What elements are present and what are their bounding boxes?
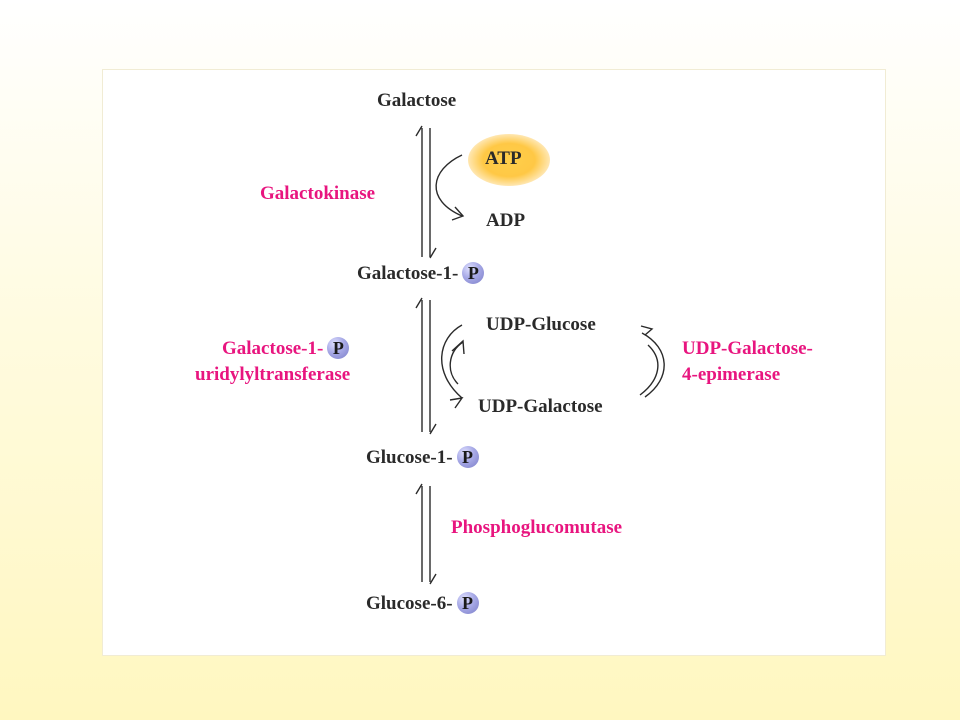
compound-glucose-6-phosphate: Glucose-6-P bbox=[366, 591, 479, 616]
atp-highlight bbox=[468, 134, 550, 186]
compound-glucose-6-phosphate-text: Glucose-6- bbox=[366, 593, 453, 614]
compound-galactose-1-phosphate: Galactose-1-P bbox=[357, 261, 485, 286]
compound-adp: ADP bbox=[486, 210, 526, 231]
arrow-uridylyltransferase bbox=[415, 297, 437, 435]
compound-glucose-1-phosphate: Glucose-1-P bbox=[366, 445, 479, 470]
compound-galactose: Galactose bbox=[377, 90, 457, 111]
enzyme-phosphoglucomutase: Phosphoglucomutase bbox=[451, 517, 623, 538]
enzyme-epimerase-line1: UDP-Galactose- bbox=[682, 338, 813, 359]
enzyme-epimerase-line2: 4-epimerase bbox=[682, 364, 781, 385]
phosphate-badge: P bbox=[456, 445, 479, 468]
arrow-udp-exchange bbox=[441, 324, 465, 409]
compound-atp: ATP bbox=[485, 148, 522, 169]
phosphate-badge: P bbox=[456, 591, 479, 614]
phosphate-badge: P bbox=[462, 261, 485, 284]
compound-glucose-1-phosphate-text: Glucose-1- bbox=[366, 447, 453, 468]
arrow-atp-to-adp bbox=[435, 154, 465, 221]
arrow-epimerase bbox=[639, 325, 665, 398]
enzyme-galactokinase: Galactokinase bbox=[260, 183, 376, 204]
arrow-galactokinase bbox=[415, 125, 437, 259]
phosphate-badge: P bbox=[327, 336, 350, 359]
enzyme-uridylyltransferase-line1: Galactose-1-P bbox=[222, 336, 350, 361]
compound-galactose-1-phosphate-text: Galactose-1- bbox=[357, 263, 459, 284]
compound-udp-galactose: UDP-Galactose bbox=[478, 396, 603, 417]
enzyme-uridylyltransferase-line1-text: Galactose-1- bbox=[222, 338, 324, 359]
compound-udp-glucose: UDP-Glucose bbox=[486, 314, 596, 335]
enzyme-uridylyltransferase-line2: uridylyltransferase bbox=[195, 364, 351, 385]
arrow-phosphoglucomutase bbox=[415, 483, 437, 585]
